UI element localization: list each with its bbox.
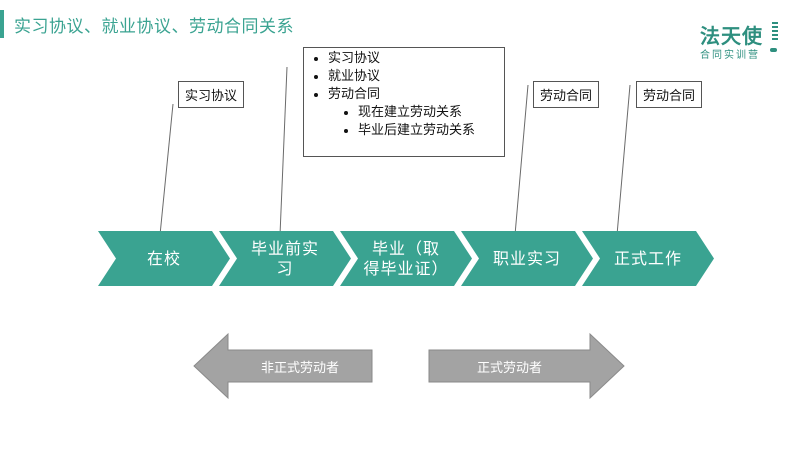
stage-label-5: 正式工作 xyxy=(613,248,682,268)
logo-subtitle: 合同实训营 xyxy=(700,50,760,61)
chevron-stage-1 xyxy=(98,231,230,286)
non-formal-worker-label: 非正式劳动者 xyxy=(260,360,339,376)
list-item: 就业协议 xyxy=(328,68,498,86)
brand-logo: 法天使 合同实训营 xyxy=(700,20,780,64)
stage-label-3: 毕业（取得毕业证） xyxy=(363,238,449,278)
callout-internship-agreement: 实习协议 xyxy=(178,81,245,108)
list-subitem: 现在建立劳动关系 xyxy=(358,104,498,122)
callout-agreement-list: 实习协议 就业协议 劳动合同 现在建立劳动关系 毕业后建立劳动关系 xyxy=(303,47,505,157)
connector-stage2 xyxy=(279,66,288,236)
connector-stage1 xyxy=(159,103,174,236)
page-title: 实习协议、就业协议、劳动合同关系 xyxy=(14,17,294,37)
chevron-stage-2 xyxy=(219,231,351,286)
chevron-stage-4 xyxy=(461,231,593,286)
stage-label-1: 在校 xyxy=(146,248,181,268)
chevron-stage-3 xyxy=(340,231,472,286)
callout-labor-contract-2: 劳动合同 xyxy=(636,81,703,108)
list-item: 劳动合同 现在建立劳动关系 毕业后建立劳动关系 xyxy=(328,86,498,140)
connector-stage4 xyxy=(514,84,529,236)
logo-name: 法天使 xyxy=(700,24,763,48)
logo-dot-icon xyxy=(770,48,777,52)
title-accent-bar xyxy=(0,10,4,38)
list-item: 实习协议 xyxy=(328,50,498,68)
stage-label-2: 毕业前实习 xyxy=(250,238,319,278)
list-item-label: 劳动合同 xyxy=(328,87,381,102)
callout-labor-contract-1: 劳动合同 xyxy=(533,81,600,108)
stage-label-4: 职业实习 xyxy=(492,248,561,268)
left-arrow-shape xyxy=(193,332,373,400)
list-subitem: 毕业后建立劳动关系 xyxy=(358,122,498,140)
right-arrow-shape xyxy=(428,332,625,400)
chevron-stage-5 xyxy=(582,231,714,286)
logo-bars-icon xyxy=(772,22,778,42)
connector-stage5 xyxy=(616,84,631,236)
formal-worker-label: 正式劳动者 xyxy=(476,360,542,376)
